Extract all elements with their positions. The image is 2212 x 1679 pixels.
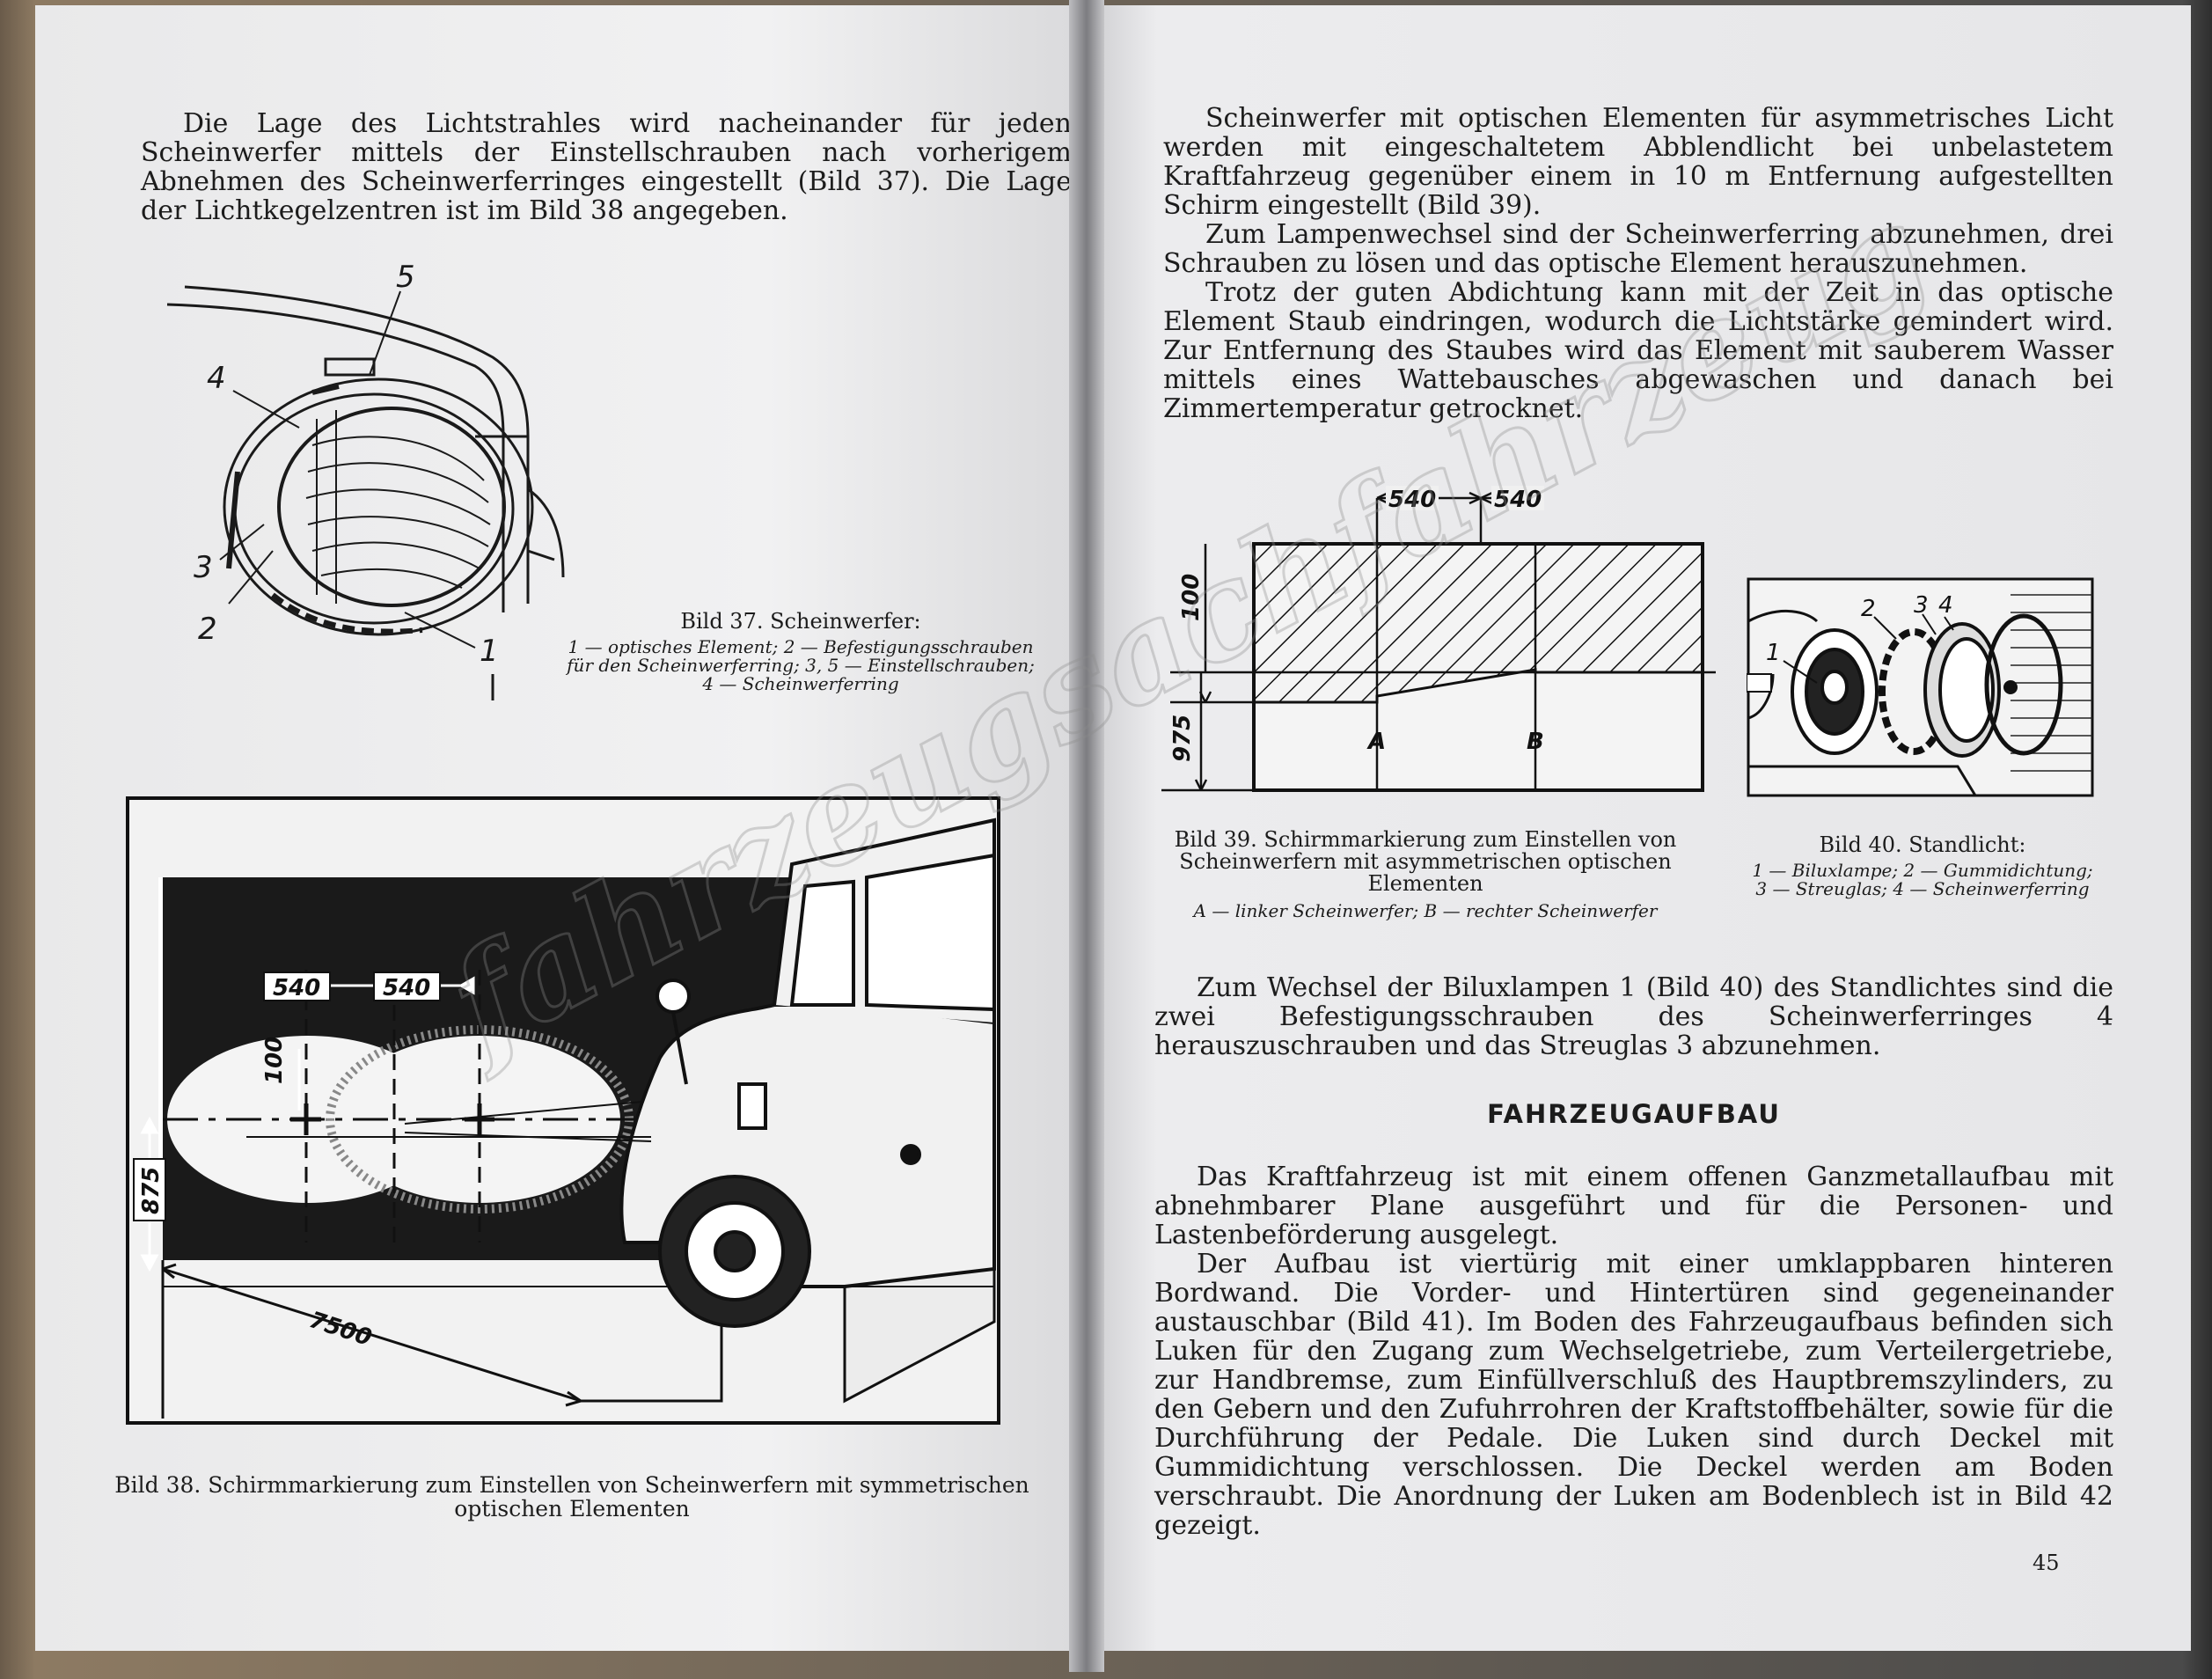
book-gutter [1069, 0, 1104, 1672]
fig40-callout-4: 4 [1938, 592, 1953, 619]
left-page: Die Lage des Lichtstrahles wird nacheina… [35, 5, 1082, 1651]
fig37-caption: Bild 37. Scheinwerfer: 1 — optisches Ele… [563, 611, 1038, 693]
right-para-6: Der Aufbau ist viertürig mit einer umkla… [1154, 1249, 2113, 1541]
left-para-1-text: Die Lage des Lichtstrahles wird nacheina… [141, 108, 1072, 226]
fig39-legend: A — linker Scheinwerfer; B — rechter Sch… [1193, 900, 1658, 921]
fig38-screen-drawing: 540 540 100 875 7500 [126, 796, 1000, 1425]
right-paragraph-4: Zum Wechsel der Biluxlampen 1 (Bild 40) … [1154, 973, 2113, 1060]
fig38-dim-100: 100 [261, 1037, 288, 1084]
right-para-3: Trotz der guten Abdichtung kann mit der … [1163, 277, 2113, 424]
right-paragraphs-bottom: Das Kraftfahrzeug ist mit einem offenen … [1154, 1162, 2113, 1540]
fig39-label-a: A [1366, 729, 1386, 755]
fig40-callout-3: 3 [1914, 592, 1929, 619]
fig40-callout-1: 1 [1766, 640, 1781, 666]
fig40-parking-light-drawing: 1 2 3 4 [1747, 577, 2094, 797]
fig39-dim-100: 100 [1178, 574, 1205, 621]
fig40-title: Bild 40. Standlicht: [1819, 832, 2026, 857]
page-number: 45 [2033, 1551, 2060, 1575]
fig39-caption-text: Bild 39. Schirmmarkierung zum Einstellen… [1174, 827, 1677, 896]
right-page: Scheinwerfer mit optischen Elementen für… [1091, 5, 2191, 1651]
right-para-5: Das Kraftfahrzeug ist mit einem offenen … [1154, 1162, 2113, 1250]
fig37-callout-5: 5 [396, 260, 415, 295]
right-para-4: Zum Wechsel der Biluxlampen 1 (Bild 40) … [1154, 972, 2113, 1061]
fig40-caption: Bild 40. Standlicht: 1 — Biluxlampe; 2 —… [1747, 834, 2098, 898]
fig39-label-b: B [1527, 729, 1544, 755]
fig38-caption-text: Bild 38. Schirmmarkierung zum Einstellen… [114, 1472, 1029, 1521]
right-paragraphs-top: Scheinwerfer mit optischen Elementen für… [1163, 104, 2113, 423]
fig38-dim-540-left: 540 [273, 975, 320, 1001]
section-heading: FAHRZEUGAUFBAU [1487, 1099, 1781, 1129]
fig38-caption: Bild 38. Schirmmarkierung zum Einstellen… [88, 1473, 1056, 1521]
fig37-callout-3: 3 [194, 550, 213, 585]
fig39-dim-540-right: 540 [1494, 487, 1542, 513]
fig38-dim-540-right: 540 [383, 975, 430, 1001]
right-para-1: Scheinwerfer mit optischen Elementen für… [1163, 103, 2113, 221]
fig40-legend: 1 — Biluxlampe; 2 — Gummidichtung; 3 — S… [1752, 860, 2093, 899]
right-para-2: Zum Lampenwechsel sind der Scheinwerferr… [1163, 219, 2113, 279]
fig39-asymmetric-screen: 540 540 100 975 A B [1161, 486, 1716, 792]
fig39-caption: Bild 39. Schirmmarkierung zum Einstellen… [1153, 829, 1698, 920]
fig37-callout-1: 1 [480, 634, 499, 669]
fig37-headlamp-drawing: 5 4 3 2 1 [166, 260, 565, 700]
fig38-dim-875: 875 [138, 1167, 165, 1214]
fig39-dim-540-left: 540 [1388, 487, 1436, 513]
left-paragraph-1: Die Lage des Lichtstrahles wird nacheina… [141, 109, 1072, 225]
fig39-dim-975: 975 [1169, 715, 1196, 762]
fig37-legend: 1 — optisches Element; 2 — Befestigungss… [567, 636, 1035, 694]
fig37-title: Bild 37. Scheinwerfer: [680, 609, 921, 634]
fig40-callout-2: 2 [1861, 596, 1876, 622]
fig37-callout-4: 4 [207, 361, 226, 396]
fig37-callout-2: 2 [198, 612, 217, 647]
